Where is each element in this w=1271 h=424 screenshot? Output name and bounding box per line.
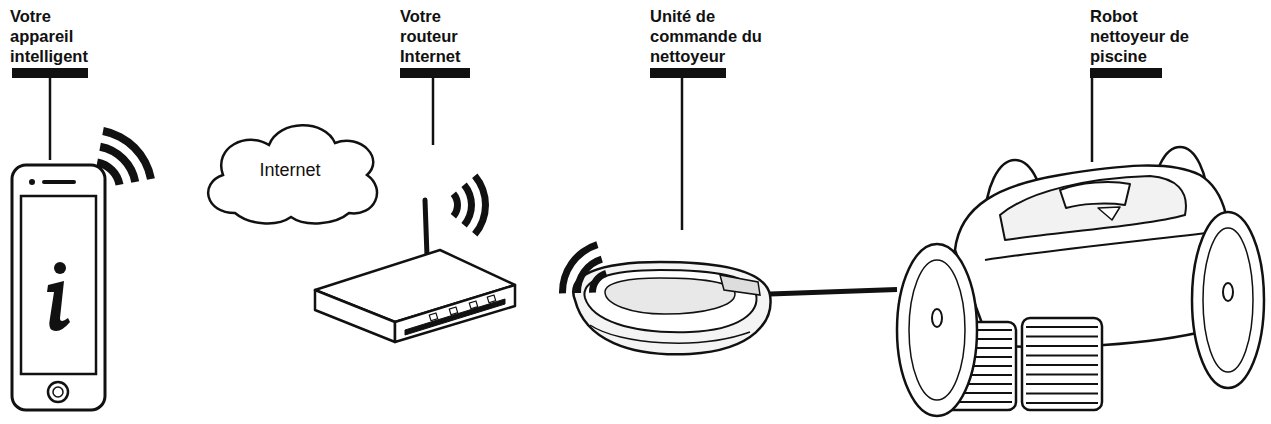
- robot-node: Robot nettoyeur de piscine: [893, 148, 1267, 420]
- device-label: Votre appareil intelligent: [10, 6, 110, 66]
- signal-arc: [461, 182, 475, 227]
- smartphone-node: Votre appareil intelligent: [12, 165, 107, 410]
- router-node: Votre routeur Internet: [310, 195, 518, 345]
- control-unit: [573, 262, 770, 354]
- control-unit-node: Unité de commande du nettoyeur: [558, 258, 772, 358]
- internet-cloud: Internet: [195, 115, 385, 230]
- signal-arc: [589, 270, 607, 293]
- signal-arc: [102, 127, 155, 180]
- device-label: Unité de commande du nettoyeur: [650, 6, 768, 66]
- signal-arc: [451, 191, 461, 218]
- device-label: Robot nettoyeur de piscine: [1090, 6, 1202, 66]
- cloud-label: Internet: [259, 160, 320, 181]
- cable: [770, 289, 897, 294]
- signal-arc: [96, 159, 123, 186]
- device-label: Votre routeur Internet: [400, 6, 495, 66]
- signal-arc: [559, 241, 598, 293]
- smartphone: [12, 165, 105, 410]
- pool-robot: [897, 147, 1264, 416]
- signal-arc: [574, 256, 603, 293]
- signal-arc: [472, 173, 489, 236]
